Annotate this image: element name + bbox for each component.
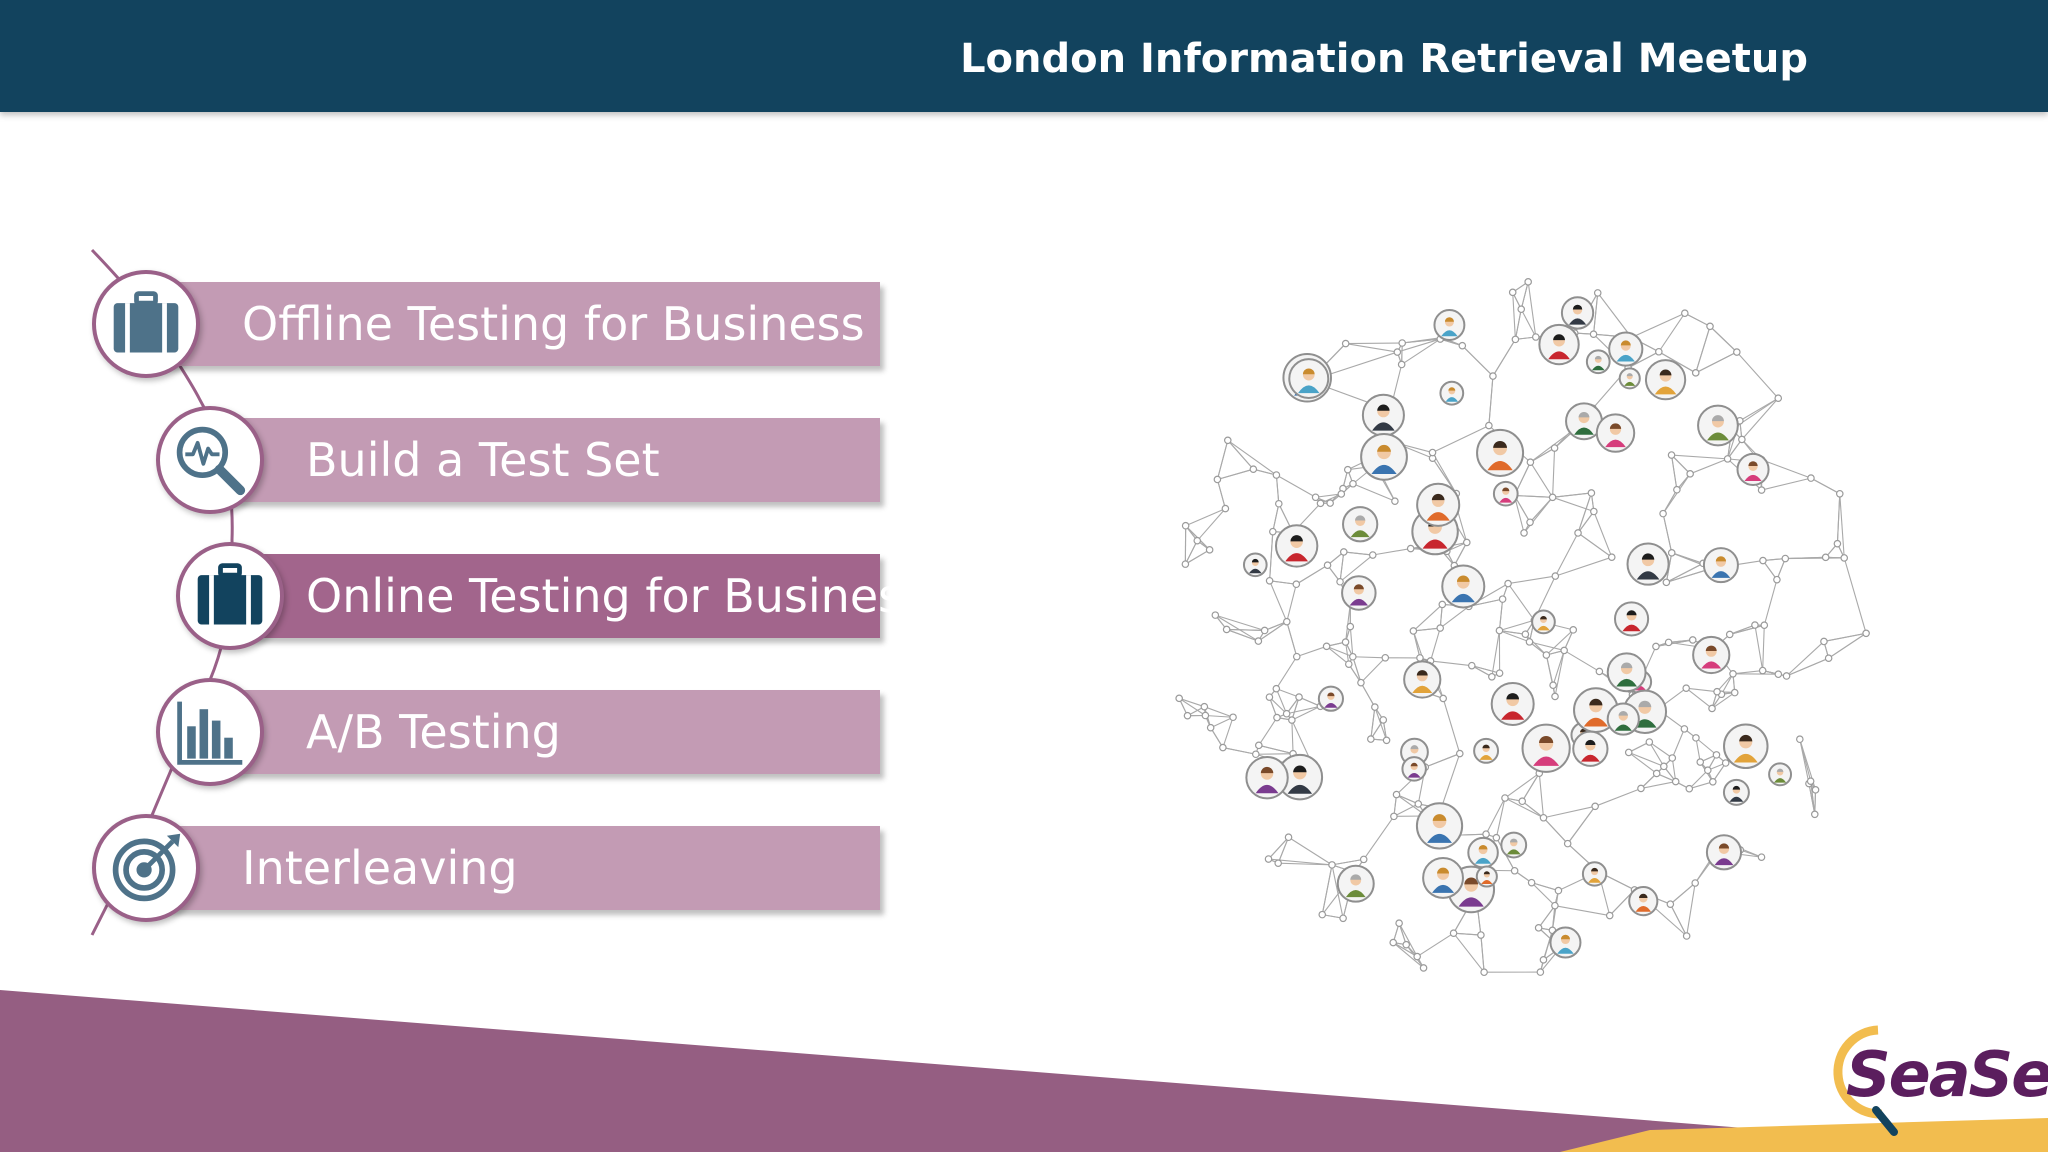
person-avatar-icon (1531, 609, 1556, 635)
agenda-bar (150, 282, 880, 366)
agenda-item-label: Build a Test Set (306, 433, 660, 487)
person-avatar-icon (1422, 857, 1464, 899)
person-avatar-icon (1336, 864, 1375, 903)
person-avatar-icon (1613, 601, 1650, 637)
agenda-item-build-test-set[interactable]: Build a Test Set (0, 406, 900, 514)
agenda-item-offline-testing[interactable]: Offline Testing for Business (0, 270, 900, 378)
sease-logo: SeaSe (1818, 1018, 2048, 1138)
briefcase-icon (113, 291, 179, 353)
person-avatar-icon (1549, 926, 1582, 959)
person-avatar-icon (1644, 359, 1687, 401)
agenda-item-label: A/B Testing (306, 705, 561, 759)
person-avatar-icon (1500, 831, 1528, 859)
person-avatar-icon (1705, 834, 1743, 871)
agenda-item-label: Offline Testing for Business (242, 297, 865, 351)
person-avatar-icon (1415, 802, 1464, 850)
person-avatar-icon (1702, 547, 1739, 584)
person-avatar-icon (1475, 865, 1498, 888)
agenda-item-label: Interleaving (242, 841, 518, 895)
agenda-icon-circle (156, 678, 264, 786)
agenda-item-interleaving[interactable]: Interleaving (0, 814, 900, 922)
person-avatar-icon (1538, 323, 1580, 366)
agenda-icon-circle (92, 814, 200, 922)
target-icon (112, 833, 181, 902)
agenda-item-label: Online Testing for Business (306, 569, 927, 623)
person-avatar-icon (1242, 552, 1268, 578)
person-avatar-icon (1608, 331, 1644, 367)
person-avatar-icon (1360, 432, 1408, 481)
person-avatar-icon (1626, 542, 1670, 586)
person-avatar-icon (1606, 652, 1647, 693)
agenda-item-ab-testing[interactable]: A/B Testing (0, 678, 900, 786)
person-avatar-icon (1245, 755, 1289, 800)
agenda-bar (150, 826, 880, 910)
person-avatar-icon (1441, 564, 1486, 609)
agenda-icon-circle (156, 406, 264, 514)
agenda-list: Offline Testing for Business Build a Tes… (0, 0, 926, 960)
person-avatar-icon (1565, 402, 1603, 441)
person-avatar-icon (1573, 687, 1619, 733)
person-avatar-icon (1416, 482, 1461, 527)
person-avatar-icon (1560, 296, 1595, 330)
person-avatar-icon (1606, 702, 1640, 736)
person-avatar-icon (1342, 506, 1379, 543)
agenda-icon-circle (92, 270, 200, 378)
bar-chart-icon (177, 701, 243, 765)
people-network-illustration (1175, 278, 1870, 977)
agenda-item-online-testing[interactable]: Online Testing for Business (0, 542, 926, 650)
person-avatar-icon (1581, 861, 1608, 887)
person-avatar-icon (1401, 756, 1427, 782)
magnifier-pulse-icon (176, 426, 246, 496)
person-avatar-icon (1476, 428, 1525, 477)
person-avatar-icon (1403, 660, 1442, 699)
person-avatar-icon (1595, 413, 1636, 453)
person-avatar-icon (1697, 404, 1739, 447)
person-avatar-icon (1439, 380, 1465, 406)
person-avatar-icon (1736, 452, 1770, 486)
person-avatar-icon (1572, 730, 1609, 767)
person-avatar-icon (1361, 393, 1405, 437)
meetup-title: London Information Retrieval Meetup (960, 36, 1808, 82)
person-avatar-icon (1723, 723, 1769, 769)
person-avatar-icon (1768, 762, 1793, 787)
person-avatar-icon (1467, 836, 1499, 869)
footer-band (0, 990, 2048, 1152)
person-avatar-icon (1490, 681, 1535, 726)
logo-wordmark: SeaSe (1846, 1038, 2048, 1111)
agenda-bar (230, 554, 880, 638)
person-avatar-icon (1628, 886, 1659, 917)
person-avatar-icon (1274, 524, 1319, 568)
agenda-bar (210, 690, 880, 774)
person-avatar-icon (1317, 685, 1344, 712)
person-avatar-icon (1492, 480, 1519, 507)
person-avatar-icon (1521, 723, 1571, 773)
slide-header: London Information Retrieval Meetup (0, 0, 2048, 112)
person-avatar-icon (1433, 309, 1466, 341)
briefcase-icon (197, 563, 263, 625)
person-avatar-icon (1692, 635, 1731, 675)
agenda-bar (210, 418, 880, 502)
agenda-icon-circle (176, 542, 284, 650)
magnifier-logo-icon (1833, 1025, 1898, 1136)
person-avatar-icon (1618, 367, 1641, 390)
person-avatar-icon (1722, 778, 1750, 806)
person-avatar-icon (1276, 753, 1324, 801)
person-avatar-icon (1473, 737, 1500, 764)
person-avatar-icon (1585, 349, 1611, 375)
person-avatar-icon (1341, 575, 1377, 611)
person-avatar-icon (1288, 358, 1330, 400)
